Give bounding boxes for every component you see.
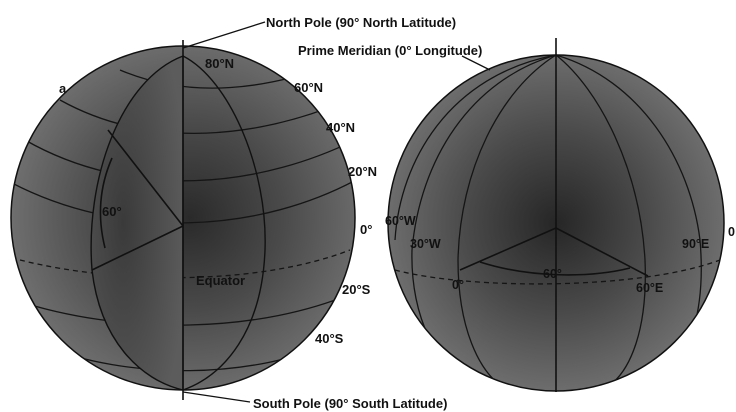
panel-letter: a bbox=[59, 81, 67, 96]
latitude-label-80n: 80°N bbox=[205, 56, 234, 71]
latitude-label-40s: 40°S bbox=[315, 331, 344, 346]
longitude-label-60w: 60°W bbox=[385, 214, 416, 228]
south-pole-pointer bbox=[182, 391, 251, 403]
left-angle-line-latitude bbox=[107, 129, 184, 227]
right-globe bbox=[387, 38, 725, 392]
right-equator-line bbox=[394, 259, 721, 285]
longitude-label-30w: 30°W bbox=[410, 237, 441, 251]
prime-meridian-pointer bbox=[461, 55, 491, 71]
right-meridian-lines bbox=[394, 55, 721, 386]
north-pole-pointer bbox=[182, 21, 266, 49]
left-globe bbox=[10, 40, 356, 400]
prime-meridian-label: Prime Meridian (0° Longitude) bbox=[298, 43, 482, 58]
edge-label: 0 bbox=[728, 225, 735, 239]
right-angle-label: 60° bbox=[543, 267, 562, 281]
longitude-label-60e: 60°E bbox=[636, 281, 663, 295]
north-pole-label: North Pole (90° North Latitude) bbox=[266, 15, 456, 30]
left-meridian-arc bbox=[182, 55, 266, 391]
longitude-label-0: 0° bbox=[452, 278, 464, 292]
south-pole-label: South Pole (90° South Latitude) bbox=[253, 396, 447, 411]
latitude-label-40n: 40°N bbox=[326, 120, 355, 135]
latitude-label-20n: 20°N bbox=[348, 164, 377, 179]
longitude-label-90e: 90°E bbox=[682, 237, 709, 251]
right-angle-arc bbox=[479, 261, 631, 276]
left-angle-label: 60° bbox=[102, 204, 122, 219]
right-angle-line-0 bbox=[459, 227, 557, 271]
latitude-label-60n: 60°N bbox=[294, 80, 323, 95]
right-angle-line-60e bbox=[555, 227, 649, 277]
latitude-label-20s: 20°S bbox=[342, 282, 371, 297]
latitude-label-0: 0° bbox=[360, 222, 372, 237]
left-angle-arc bbox=[99, 157, 113, 249]
equator-label: Equator bbox=[196, 273, 245, 288]
left-angle-line-equator bbox=[91, 225, 184, 271]
